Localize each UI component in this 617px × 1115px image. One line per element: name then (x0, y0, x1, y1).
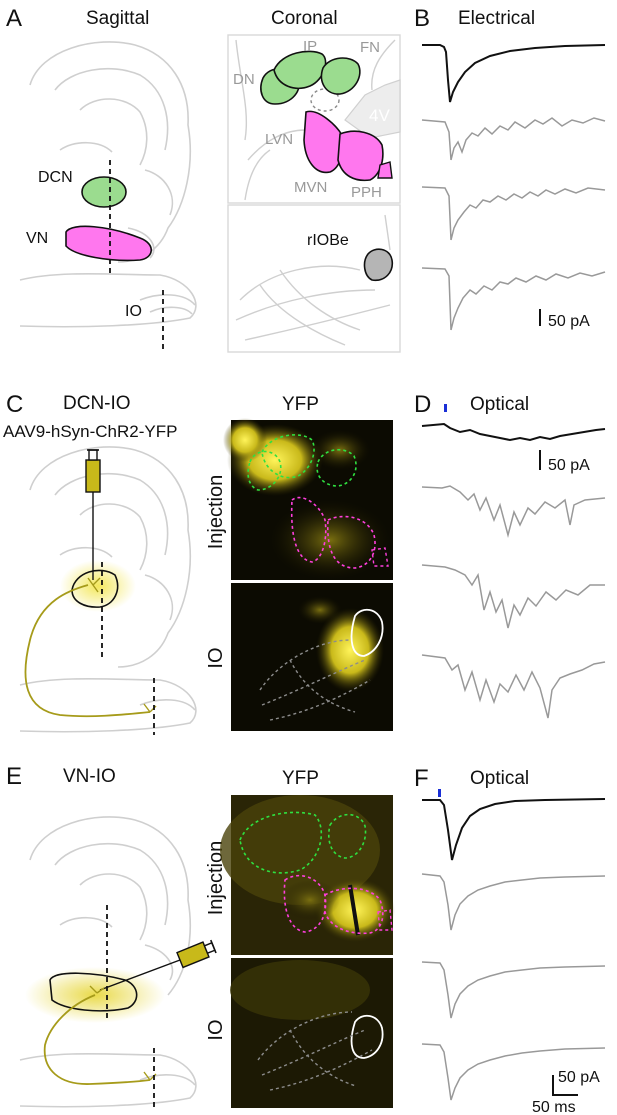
trace-b-3 (421, 267, 606, 331)
coronal-top-schematic: IP FN DN 4V LVN MVN PPH (227, 34, 401, 204)
panel-e: E VN-IO (6, 763, 395, 1108)
trace-f-3 (421, 1043, 606, 1101)
io-label-sagittal: IO (125, 303, 142, 320)
panel-d-letter: D (414, 391, 431, 418)
light-stim-marker-d (444, 404, 447, 412)
panel-c-injection-label: Injection (205, 475, 227, 550)
panel-d-title: Optical (470, 394, 529, 415)
panel-c-title: DCN-IO (63, 393, 131, 414)
panel-a-letter: A (6, 5, 22, 32)
panel-e-io-label: IO (205, 1019, 227, 1040)
scalebar-f-time-label: 50 ms (532, 1099, 576, 1115)
panel-a: A Sagittal Coronal DCN VN IO (6, 5, 401, 353)
panel-e-title: VN-IO (63, 766, 116, 787)
panel-c-image-title: YFP (282, 394, 319, 415)
sagittal-title: Sagittal (86, 8, 149, 29)
vn-io-schematic (19, 816, 217, 1108)
panel-c-letter: C (6, 391, 23, 418)
scalebar-b-label: 50 pA (548, 313, 590, 330)
lvn-label: LVN (265, 131, 293, 148)
panel-f-letter: F (414, 765, 429, 792)
panel-c: C DCN-IO AAV9-hSyn-ChR2-YFP (3, 391, 393, 735)
scalebar-f (552, 1075, 578, 1096)
scalebar-d-label: 50 pA (548, 457, 590, 474)
fn-label: FN (360, 39, 380, 56)
vn-label: VN (26, 230, 48, 247)
dcn-injection-image (223, 418, 393, 580)
panel-c-subtitle: AAV9-hSyn-ChR2-YFP (3, 422, 177, 441)
panel-b: B Electrical 50 pA (414, 5, 606, 331)
trace-d-2 (421, 564, 605, 629)
panel-d: D Optical 50 pA (414, 391, 606, 719)
panel-b-title: Electrical (458, 8, 535, 29)
panel-f-title: Optical (470, 768, 529, 789)
trace-d-1 (421, 485, 606, 538)
scalebar-f-amp-label: 50 pA (558, 1069, 600, 1086)
panel-f: F Optical 50 pA 50 ms (414, 765, 606, 1115)
vn-region-sagittal (65, 225, 153, 262)
trace-d-3 (421, 654, 606, 719)
dcn-io-schematic (19, 446, 197, 735)
dcn-region-sagittal (81, 176, 127, 208)
trace-b-2 (421, 186, 606, 241)
panel-e-image-title: YFP (282, 768, 319, 789)
riobe-label: rIOBe (307, 232, 349, 249)
panel-c-io-label: IO (205, 647, 227, 668)
light-stim-marker-f (438, 789, 441, 797)
trace-f-1 (421, 873, 606, 931)
panel-b-letter: B (414, 5, 430, 32)
sagittal-schematic (19, 41, 197, 328)
ip-label: IP (303, 38, 317, 55)
mvn-label: MVN (294, 179, 327, 196)
dcn-label: DCN (38, 169, 73, 186)
pph-label: PPH (351, 184, 382, 201)
panel-e-letter: E (6, 763, 22, 790)
vn-io-image (230, 958, 393, 1108)
trace-f-avg (422, 798, 606, 861)
vn-injection-image (220, 795, 395, 955)
trace-b-avg (422, 44, 606, 103)
fourth-ventricle-label: 4V (369, 106, 390, 125)
dcn-io-image (231, 583, 393, 731)
trace-d-avg (421, 422, 606, 442)
coronal-title: Coronal (271, 8, 338, 29)
trace-f-2 (421, 961, 606, 1019)
coronal-bottom-schematic: rIOBe (227, 204, 401, 353)
dn-label: DN (233, 71, 255, 88)
trace-b-1 (421, 117, 606, 161)
